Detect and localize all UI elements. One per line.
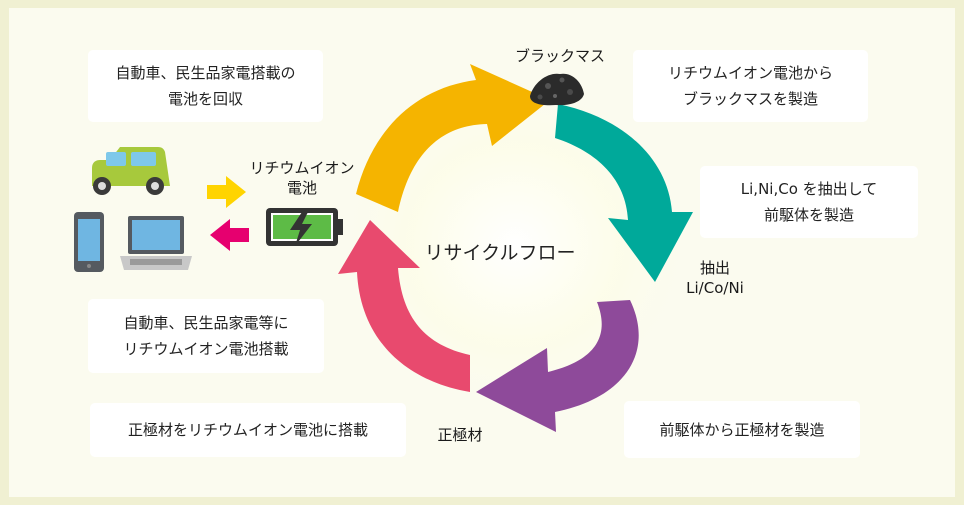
cathode-label: 正極材	[437, 426, 483, 444]
arrow-extraction-to-cathode	[476, 300, 639, 432]
step-collect-line1: 自動車、民生品家電搭載の	[115, 64, 296, 82]
extraction-label: 抽出 Li/Co/Ni	[655, 258, 775, 298]
step-collect-line2: 電池を回収	[167, 90, 243, 108]
step-black-mass-line2: ブラックマスを製造	[682, 90, 818, 108]
step-mount-battery-line1: 自動車、民生品家電等に	[123, 314, 289, 332]
arrow-right-icon	[207, 176, 246, 208]
battery-label-line2: 電池	[286, 179, 317, 197]
step-cathode-box: 前駆体から正極材を製造	[624, 401, 860, 458]
laptop-icon	[120, 216, 192, 270]
black-mass-label: ブラックマス	[514, 47, 605, 65]
step-mount-cathode-text: 正極材をリチウムイオン電池に搭載	[127, 421, 368, 439]
step-cathode-text: 前駆体から正極材を製造	[659, 420, 825, 439]
car-icon	[92, 147, 170, 195]
step-black-mass-box: リチウムイオン電池から ブラックマスを製造	[633, 50, 868, 122]
step-collect-box: 自動車、民生品家電搭載の 電池を回収	[88, 50, 323, 122]
smartphone-icon	[74, 212, 104, 272]
arrow-battery-to-blackmass	[356, 64, 550, 212]
step-precursor-line1: Li,Ni,Co を抽出して	[740, 180, 878, 198]
step-mount-battery-line2: リチウムイオン電池搭載	[123, 340, 289, 358]
diagram-title: リサイクルフロー	[424, 242, 576, 264]
arrow-blackmass-to-extraction	[555, 104, 693, 282]
arrow-cathode-to-battery	[338, 220, 470, 392]
extraction-label-line1: 抽出	[699, 259, 730, 277]
battery-charging-icon	[266, 208, 343, 246]
step-precursor-box: Li,Ni,Co を抽出して 前駆体を製造	[700, 166, 918, 238]
battery-label-line1: リチウムイオン	[249, 159, 355, 177]
battery-label: リチウムイオン 電池	[232, 158, 372, 198]
step-black-mass-line1: リチウムイオン電池から	[667, 64, 833, 82]
arrow-left-icon	[210, 219, 249, 251]
step-precursor-line2: 前駆体を製造	[763, 206, 854, 224]
extraction-label-line2: Li/Co/Ni	[686, 279, 744, 297]
step-mount-battery-box: 自動車、民生品家電等に リチウムイオン電池搭載	[88, 299, 324, 373]
black-mass-icon	[530, 73, 584, 106]
step-mount-cathode-box: 正極材をリチウムイオン電池に搭載	[90, 403, 406, 457]
